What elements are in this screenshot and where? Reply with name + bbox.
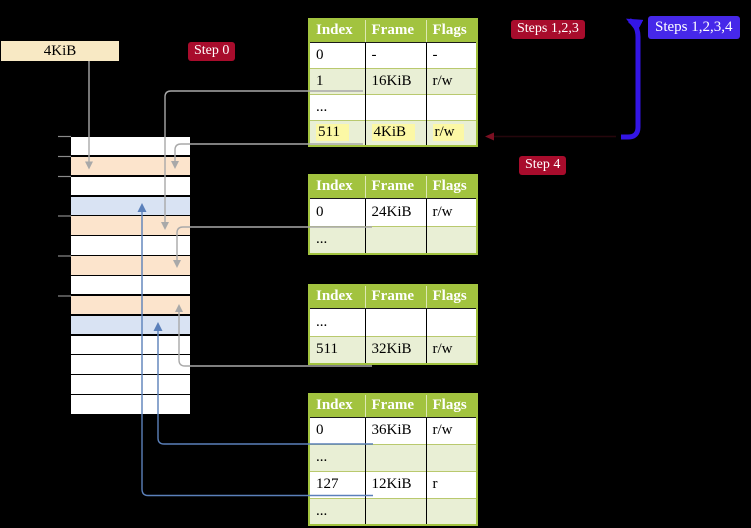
memory-frame-row <box>71 375 190 394</box>
page-table-3: Index Frame Flags ... 511 32KiB r/w <box>308 284 478 365</box>
memory-frame-row <box>71 216 190 235</box>
table-cell: 1 <box>309 67 365 94</box>
table-cell <box>425 497 477 525</box>
table-row: 0 24KiB r/w <box>309 197 477 226</box>
memory-frame-row <box>71 395 190 414</box>
table-cell: ... <box>309 93 365 120</box>
page-table-4: Index Frame Flags 0 36KiB r/w ... 127 12… <box>308 393 478 526</box>
step4-label: Step 4 <box>519 156 567 175</box>
table-cell: r/w <box>425 416 477 444</box>
page-table-2: Index Frame Flags 0 24KiB r/w ... <box>308 174 478 255</box>
table-header-row: Index Frame Flags <box>309 175 477 199</box>
table-cell: r/w <box>425 335 477 364</box>
table-cell: - <box>425 41 477 68</box>
table-row-highlighted: 511 4KiB r/w <box>309 119 477 146</box>
table-cell: 32KiB <box>364 335 426 364</box>
table-cell <box>364 497 426 525</box>
memory-frame-row <box>71 176 190 196</box>
table-cell: ... <box>309 443 365 471</box>
memory-frame-row <box>71 156 190 176</box>
memory-frame-row <box>71 275 190 295</box>
table-cell: 0 <box>309 41 365 68</box>
table-row: ... <box>309 497 477 525</box>
memory-frame-row <box>71 295 190 315</box>
steps123-label: Steps 1,2,3 <box>511 20 585 39</box>
table-row: 127 12KiB r <box>309 470 477 498</box>
big-blue-steps-arrow <box>621 18 644 140</box>
col-header-flags: Flags <box>425 19 477 43</box>
table-cell: 0 <box>309 197 365 226</box>
table-cell: ... <box>309 497 365 525</box>
table-row: 0 36KiB r/w <box>309 416 477 444</box>
table-cell: r <box>425 470 477 498</box>
highlight-mark: 4KiB <box>371 124 416 142</box>
table-cell: - <box>364 41 426 68</box>
col-header-index: Index <box>309 19 365 43</box>
col-header-flags: Flags <box>425 175 477 199</box>
table-cell <box>425 307 477 336</box>
memory-frame-row <box>71 315 190 335</box>
highlight-mark: 511 <box>316 124 349 142</box>
table-cell: r/w <box>425 119 477 146</box>
table-header-row: Index Frame Flags <box>309 285 477 309</box>
table-cell: 127 <box>309 470 365 498</box>
col-header-flags: Flags <box>425 285 477 309</box>
table-header-row: Index Frame Flags <box>309 394 477 418</box>
memory-frame-row <box>71 256 190 275</box>
memory-frame-row <box>71 335 190 354</box>
table-row: ... <box>309 93 477 120</box>
memory-ticks <box>58 135 71 297</box>
table-cell: ... <box>309 307 365 336</box>
col-header-frame: Frame <box>364 175 426 199</box>
table-cell: r/w <box>425 67 477 94</box>
table-row: ... <box>309 225 477 254</box>
table-cell <box>425 443 477 471</box>
col-header-flags: Flags <box>425 394 477 418</box>
table-cell <box>425 93 477 120</box>
highlight-mark: r/w <box>432 124 464 142</box>
table-cell <box>364 443 426 471</box>
page-table-1: Index Frame Flags 0 - - 1 16KiB r/w ... … <box>308 18 478 147</box>
table-cell: r/w <box>425 197 477 226</box>
table-cell <box>364 225 426 254</box>
col-header-index: Index <box>309 175 365 199</box>
table-row: ... <box>309 443 477 471</box>
col-header-frame: Frame <box>364 394 426 418</box>
table-cell <box>364 307 426 336</box>
frame-size-label: 4KiB <box>1 41 119 61</box>
memory-frame-row <box>71 355 190 374</box>
table-cell: 4KiB <box>364 119 426 146</box>
table-cell <box>364 93 426 120</box>
table-row: 0 - - <box>309 41 477 68</box>
table-cell: ... <box>309 225 365 254</box>
step0-label: Step 0 <box>188 42 236 61</box>
table-row: 1 16KiB r/w <box>309 67 477 94</box>
memory-frame-row <box>71 196 190 215</box>
col-header-index: Index <box>309 285 365 309</box>
col-header-frame: Frame <box>364 19 426 43</box>
table-row: ... <box>309 307 477 336</box>
memory-frame-row <box>71 137 190 156</box>
table-header-row: Index Frame Flags <box>309 19 477 43</box>
table-cell: 511 <box>309 335 365 364</box>
table-cell: 511 <box>309 119 365 146</box>
col-header-frame: Frame <box>364 285 426 309</box>
table-cell: 0 <box>309 416 365 444</box>
table-cell <box>425 225 477 254</box>
table-cell: 36KiB <box>364 416 426 444</box>
table-cell: 12KiB <box>364 470 426 498</box>
table-row: 511 32KiB r/w <box>309 335 477 364</box>
memory-frame-row <box>71 236 190 255</box>
table-cell: 24KiB <box>364 197 426 226</box>
steps1234-label: Steps 1,2,3,4 <box>648 16 740 39</box>
col-header-index: Index <box>309 394 365 418</box>
table-cell: 16KiB <box>364 67 426 94</box>
